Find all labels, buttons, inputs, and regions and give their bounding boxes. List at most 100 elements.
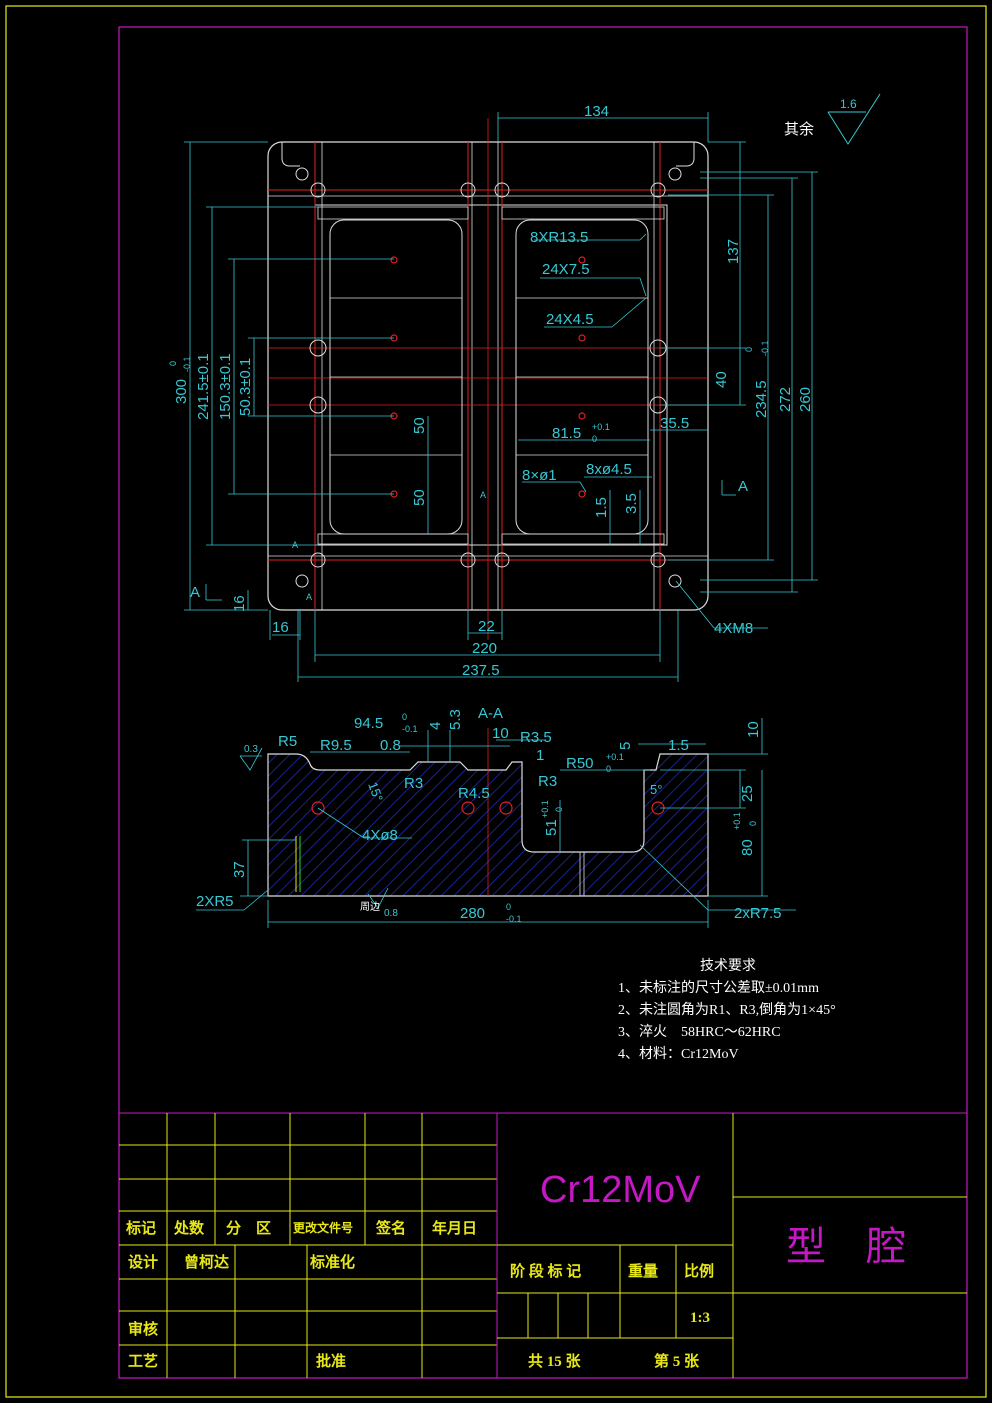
- dim-51: 51: [543, 819, 560, 836]
- callout-r4-5: R4.5: [458, 785, 490, 802]
- dim-234-tol2: -0.1: [760, 340, 770, 356]
- dim-80: 80: [739, 839, 756, 856]
- dim-51-tol: +0.1: [540, 800, 550, 818]
- section-mark-small-b: A: [292, 540, 298, 550]
- dim-3-5: 3.5: [623, 493, 640, 514]
- dim-10b: 10: [745, 721, 762, 738]
- callout-m8: 4XM8: [714, 620, 753, 637]
- dim-237: 237.5: [462, 662, 500, 679]
- dim-25: 25: [739, 785, 756, 802]
- dim-94-tol2: -0.1: [402, 724, 418, 734]
- header-zone: 分 区: [226, 1220, 271, 1237]
- part-name: 型 腔: [786, 1225, 906, 1269]
- dim-81: 81.5: [552, 425, 581, 442]
- tech-item-1: 1、未标注的尺寸公差取±0.01mm: [618, 980, 819, 996]
- section-view: [267, 728, 709, 897]
- dim-1: 1: [536, 747, 544, 764]
- dim-234: 234.5: [753, 380, 770, 418]
- dim-300-tol: 0: [168, 361, 178, 366]
- approve-label: 批准: [316, 1352, 346, 1370]
- dim-40: 40: [713, 371, 730, 388]
- callout-r50: R50: [566, 755, 594, 772]
- dim-220: 220: [472, 640, 497, 657]
- callout-r3-5: R3.5: [520, 729, 552, 746]
- outer-frame: [5, 5, 987, 1398]
- callout-r9-5: R9.5: [320, 737, 352, 754]
- dim-137: 137: [725, 239, 742, 264]
- review-label: 审核: [128, 1320, 158, 1338]
- dim-241: 241.5±0.1: [195, 353, 212, 420]
- dim-280: 280: [460, 905, 485, 922]
- tech-title: 技术要求: [700, 958, 756, 974]
- weight-label: 重量: [628, 1262, 658, 1280]
- sheet-total: 共 15 张: [528, 1353, 582, 1370]
- angle-5: 5°: [650, 782, 662, 797]
- header-mark: 标记: [125, 1219, 156, 1237]
- tech-item-2: 2、未注圆角为R1、R3,倒角为1×45°: [618, 1002, 836, 1018]
- dim-80-tol: +0.1: [732, 812, 742, 830]
- roughness-label: 其余: [784, 120, 814, 138]
- dim-272: 272: [777, 387, 794, 412]
- callout-r13: 8XR13.5: [530, 229, 588, 246]
- callout-24x45: 24X4.5: [546, 311, 594, 328]
- header-change-doc: 更改文件号: [293, 1220, 353, 1235]
- scale-value: 1:3: [690, 1310, 710, 1326]
- tech-item-3: 3、淬火 58HRC～62HRC: [618, 1024, 781, 1040]
- dim-300: 300: [173, 379, 190, 404]
- callout-8x45: 8xø4.5: [586, 461, 632, 478]
- dim-81-tol: +0.1: [592, 422, 610, 432]
- material-name: Cr12MoV: [540, 1169, 701, 1211]
- dim-81-tol2: 0: [592, 434, 597, 444]
- dim-150: 150.3±0.1: [217, 353, 234, 420]
- dim-16a: 16: [272, 619, 289, 636]
- callout-24x75: 24X7.5: [542, 261, 590, 278]
- dim-37: 37: [231, 861, 248, 878]
- dim-50a: 50: [411, 417, 428, 434]
- designer-name: 曾柯达: [184, 1253, 229, 1271]
- process-label: 工艺: [128, 1353, 158, 1370]
- top-view: [267, 118, 709, 640]
- section-mark-small-a: A: [480, 490, 486, 500]
- roughness-b: 0.8: [384, 908, 398, 919]
- title-block: [118, 1112, 968, 1379]
- dim-1-5: 1.5: [593, 497, 610, 518]
- callout-r50-tol: +0.1: [606, 752, 624, 762]
- dim-94-tol: 0: [402, 712, 407, 722]
- section-dimensions: [196, 718, 796, 928]
- callout-hole-4: 4Xø8: [362, 827, 398, 844]
- dim-260: 260: [797, 387, 814, 412]
- dim-134: 134: [584, 103, 609, 120]
- header-date: 年月日: [432, 1219, 477, 1237]
- callout-8x1: 8×ø1: [522, 467, 557, 484]
- roughness-b-label: 周边: [360, 901, 380, 913]
- header-count: 处数: [173, 1219, 205, 1237]
- dim-22: 22: [478, 618, 495, 635]
- callout-r5: R5: [278, 733, 297, 750]
- sheet-number: 第 5 张: [654, 1352, 700, 1370]
- stage-label: 阶 段 标 记: [510, 1262, 581, 1280]
- dim-10a: 10: [492, 725, 509, 742]
- top-view-dim-text: 134 137 40 234.5 0 -0.1 272 260 300 0 -0…: [168, 103, 814, 679]
- standardize-label: 标准化: [309, 1253, 355, 1271]
- callout-r50-tol2: 0: [606, 764, 611, 774]
- section-mark-small-c: A: [306, 592, 312, 602]
- roughness-symbol: 1.6 其余: [784, 93, 881, 145]
- section-dim-text: A-A 94.5 0 -0.1 4 5.3 10 10 5 1.5 0.8 1 …: [196, 705, 782, 924]
- roughness-a: 0.3: [244, 744, 258, 755]
- title-block-text: 标记 处数 分 区 更改文件号 签名 年月日 设计 曾柯达 标准化 审核 工艺 …: [125, 1219, 714, 1370]
- header-signature: 签名: [375, 1219, 406, 1237]
- callout-r3b: R3: [538, 773, 557, 790]
- dim-234-tol: 0: [744, 347, 754, 352]
- roughness-value: 1.6: [840, 97, 857, 111]
- dim-51-tol2: 0: [554, 807, 564, 812]
- section-title: A-A: [478, 705, 503, 722]
- dim-5: 5: [617, 742, 634, 750]
- dim-300-tol2: -0.1: [182, 356, 192, 372]
- design-label: 设计: [128, 1253, 158, 1271]
- tech-item-4: 4、材料：Cr12MoV: [618, 1046, 739, 1062]
- section-mark-left: A: [190, 584, 200, 601]
- dim-4: 4: [427, 722, 444, 730]
- callout-r3a: R3: [404, 775, 423, 792]
- dim-1-5-sec: 1.5: [668, 737, 689, 754]
